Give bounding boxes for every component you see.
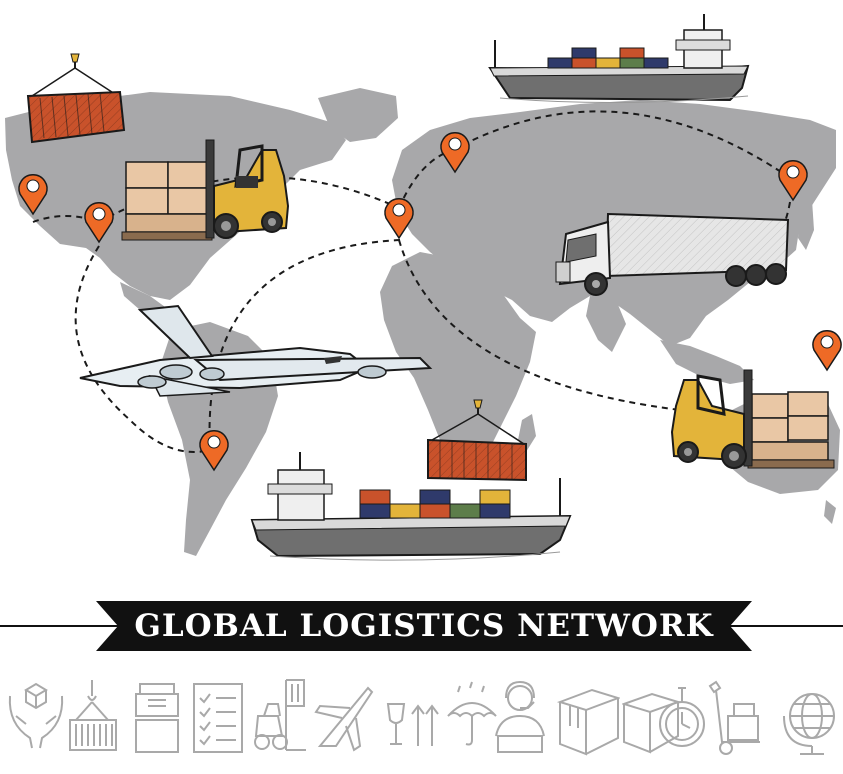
page-title: GLOBAL LOGISTICS NETWORK <box>134 608 714 644</box>
checklist-icon <box>186 676 250 762</box>
cargo-ship-top <box>488 14 750 104</box>
location-pins <box>18 132 842 472</box>
map-pin-icon <box>778 160 808 202</box>
boxes-stack-icon <box>126 676 190 762</box>
pallet-boxes-icon <box>556 676 622 762</box>
map-pin-icon <box>384 198 414 240</box>
banner-ribbon: GLOBAL LOGISTICS NETWORK <box>96 601 752 651</box>
map-pin-icon <box>84 202 114 244</box>
title-banner: GLOBAL LOGISTICS NETWORK <box>0 598 843 654</box>
bottom-icons-row <box>0 676 843 768</box>
forklift-with-boxes-right <box>670 369 835 469</box>
cargo-ship-bottom <box>250 452 572 561</box>
airplane-icon <box>312 676 376 762</box>
stopwatch-icon <box>650 676 714 762</box>
hands-box-icon <box>4 676 68 762</box>
map-pin-icon <box>440 132 470 174</box>
hanging-container-center <box>427 399 527 482</box>
forklift-icon <box>248 676 312 762</box>
forklift-with-boxes <box>121 139 290 241</box>
semi-truck <box>555 212 790 296</box>
map-pin-icon <box>18 174 48 216</box>
umbrella-rain-icon <box>440 676 504 762</box>
hanging-container <box>26 53 126 144</box>
crane-container-icon <box>62 676 126 762</box>
cargo-plane <box>79 304 433 397</box>
operator-headset-icon <box>488 676 552 762</box>
hand-truck-icon <box>700 676 764 762</box>
world-map <box>5 88 840 556</box>
globe-icon <box>776 676 840 762</box>
map-pin-icon <box>199 430 229 472</box>
map-pin-icon <box>812 330 842 372</box>
fragile-arrows-icon <box>380 676 444 762</box>
